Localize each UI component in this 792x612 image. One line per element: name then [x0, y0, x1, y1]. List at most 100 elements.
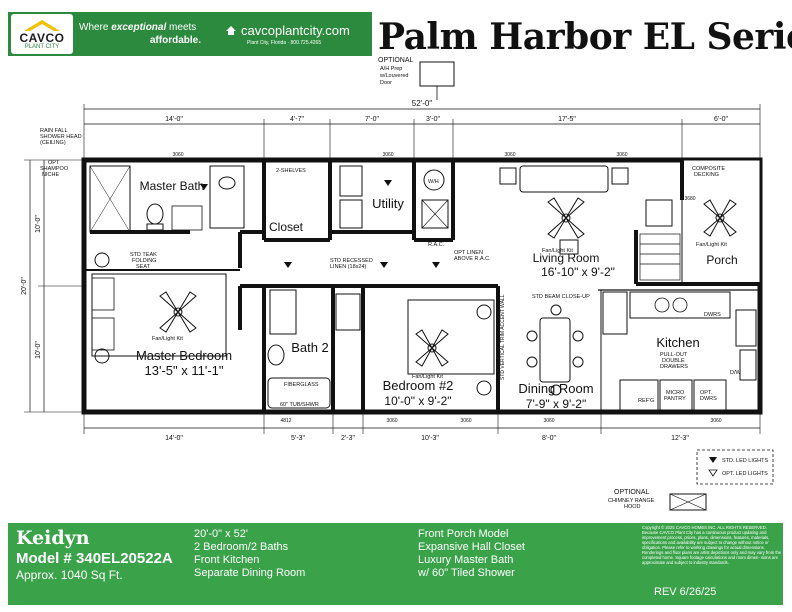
fan-note: Fan/Light Kit	[696, 242, 727, 248]
depth-dimension: 20'-0"	[21, 277, 28, 295]
optional-ac-unit	[419, 61, 455, 87]
opt-dwrs-label: OPT.	[700, 390, 713, 396]
recessed-linen-note: STD RECESSED	[330, 258, 373, 264]
dining-table	[539, 317, 571, 383]
legend-box	[696, 449, 774, 485]
pull-out-label: DOUBLE	[662, 358, 685, 364]
hood-note: OPTIONAL	[614, 489, 650, 496]
room-closet: Closet	[269, 220, 304, 234]
top-dimension: 4'-7"	[290, 116, 304, 123]
window-code: 3060	[616, 152, 627, 158]
master-bed	[91, 273, 227, 357]
model-sqft: Approx. 1040 Sq Ft.	[16, 568, 123, 582]
micro-label: MICRO	[666, 390, 685, 396]
legend-std: STD. LED LIGHTS	[722, 458, 768, 464]
feature-item: Luxury Master Bath	[418, 554, 514, 566]
fan-note: Fan/Light Kit	[542, 248, 573, 254]
pull-out-label: DRAWERS	[660, 364, 688, 370]
legend-opt: OPT. LED LIGHTS	[722, 471, 768, 477]
wash-prep	[339, 199, 363, 229]
window-code: 3060	[543, 418, 554, 424]
decking-note: DECKING	[694, 172, 719, 178]
room-dining: Dining Room	[518, 381, 593, 396]
top-dimension: 14'-0"	[165, 116, 183, 123]
beam-note: STD BEAM CLOSE-UP	[532, 294, 590, 300]
room-master-bedroom: Master Bedroom	[136, 348, 232, 363]
location-phone: Plant City, Florida · 800.725.4265	[247, 39, 322, 46]
bedroom2-bed	[407, 299, 495, 375]
model-name: Keidyn	[16, 527, 90, 549]
rain-fall-note: SHOWER HEAD	[40, 134, 82, 140]
top-dimension: 7'-0"	[365, 116, 379, 123]
living-sofa	[519, 165, 609, 193]
shampoo-note: NICHE	[42, 172, 59, 178]
rain-fall-note: (CEILING)	[40, 140, 66, 146]
optional-ac-note: A/H Prep	[380, 66, 402, 72]
std-led-icon	[709, 457, 717, 463]
feature-item: 20'-0" x 52'	[194, 528, 248, 540]
tagline-where: Where	[79, 22, 109, 33]
window-code: 4812	[280, 418, 291, 424]
home-icon	[226, 25, 236, 35]
fan-icon	[703, 199, 737, 237]
series-title: Palm Harbor EL Series	[378, 16, 792, 58]
website-block: cavcoplantcity.com Plant City, Florida ·…	[225, 23, 350, 46]
opt-linen-note: OPT LINEN	[454, 250, 483, 256]
feature-item: Front Kitchen	[194, 554, 260, 566]
room-utility: Utility	[372, 196, 404, 211]
tagline-exceptional: exceptional	[111, 22, 167, 33]
master-vanity	[209, 165, 245, 229]
water-heater	[423, 169, 445, 191]
left-dimension: 10'-0"	[35, 215, 42, 233]
hood-note: CHIMNEY RANGE	[608, 498, 655, 504]
bottom-dimension: 12'-3"	[671, 435, 689, 442]
rain-fall-note: RAIN FALL	[40, 128, 68, 134]
shampoo-note: OPT	[48, 160, 60, 166]
website-link[interactable]: cavcoplantcity.com	[241, 22, 350, 38]
fan-note: Fan/Light Kit	[152, 336, 183, 342]
bottom-dimension: 5'-3"	[291, 435, 305, 442]
feature-item: w/ 60" Tiled Shower	[418, 567, 515, 579]
shampoo-note: SHAMPOO	[40, 166, 69, 172]
feature-item: Separate Dining Room	[194, 567, 306, 579]
fiberglass-label: FIBERGLASS	[284, 382, 319, 388]
teak-seat-note: STD TEAK	[130, 252, 157, 258]
room-living: Living Room	[533, 251, 600, 265]
window-code: 3060	[386, 418, 397, 424]
range-hood	[669, 493, 707, 511]
logo-word: CAVCO	[19, 30, 65, 45]
room-master-bedroom-size: 13'-5" x 11'-1"	[145, 363, 224, 378]
cavco-logo: CAVCO PLANT CITY	[11, 14, 73, 54]
kitchen-counter	[629, 291, 731, 319]
refrigerator-label: REF'G	[638, 398, 654, 404]
accent-wall-note: STD VERTICAL TRIM ACCENT WALL	[500, 294, 506, 380]
drawers-label: DWRS	[704, 312, 721, 318]
teak-seat-note: SEAT	[136, 264, 151, 270]
decking-note: COMPOSITE	[692, 166, 725, 172]
room-bedroom-2: Bedroom #2	[383, 378, 454, 393]
tub-label: 60" TUB/SHWR	[280, 402, 319, 408]
house-roof-icon	[24, 19, 60, 31]
brand-banner: CAVCO PLANT CITY Where exceptional meets…	[8, 12, 372, 56]
room-bath-2: Bath 2	[291, 340, 329, 355]
bath2-toilet	[267, 344, 285, 366]
model-info-panel: Keidyn Model # 340EL20522A Approx. 1040 …	[8, 523, 783, 605]
pull-out-label: PULL-OUT	[660, 352, 688, 358]
refrigerator	[619, 379, 659, 411]
bottom-dimension: 8'-0"	[542, 435, 556, 442]
opt-linen-note: ABOVE R.A.C.	[454, 256, 491, 262]
tagline: Where exceptional meets affordable.	[79, 21, 219, 47]
porch-stairs	[639, 233, 681, 281]
tagline-meets: meets	[169, 22, 197, 33]
water-heater-label: W/H	[428, 179, 439, 185]
optional-ac-note: OPTIONAL	[378, 57, 414, 64]
feature-item: Expansive Hall Closet	[418, 541, 525, 553]
dishwasher-label: D/W	[730, 370, 742, 376]
tiled-shower	[89, 165, 131, 233]
window-code: 3060	[460, 418, 471, 424]
features-list-2: Front Porch Model Expansive Hall Closet …	[418, 528, 525, 580]
room-porch: Porch	[706, 253, 737, 267]
master-toilet	[146, 203, 164, 225]
room-master-bath: Master Bath	[140, 179, 205, 193]
